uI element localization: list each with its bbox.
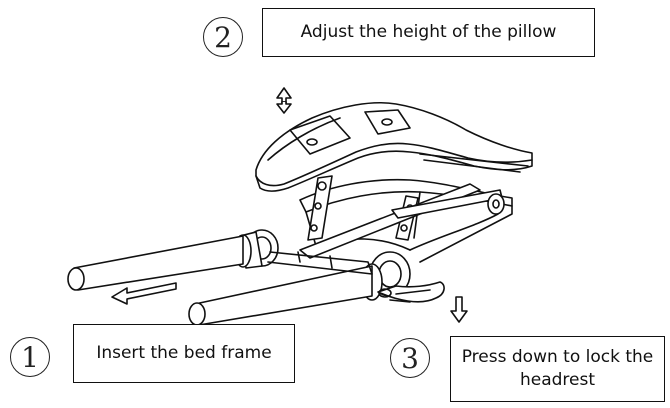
- step-2-number: 2: [203, 17, 243, 57]
- step-1-number: 1: [10, 337, 50, 377]
- step-1-label: Insert the bed frame: [73, 324, 295, 383]
- step-3-label: Press down to lock the headrest: [450, 336, 665, 402]
- headrest-frame: [299, 175, 513, 263]
- insert-direction-icon: [111, 282, 177, 305]
- pillow: [255, 101, 533, 192]
- bed-frame-bars: [67, 235, 373, 326]
- step-2-label: Adjust the height of the pillow: [262, 8, 595, 57]
- press-down-icon: [450, 296, 468, 323]
- height-adjust-icon: [276, 87, 292, 114]
- right-clamp: [361, 251, 445, 303]
- step-3-number: 3: [390, 338, 430, 378]
